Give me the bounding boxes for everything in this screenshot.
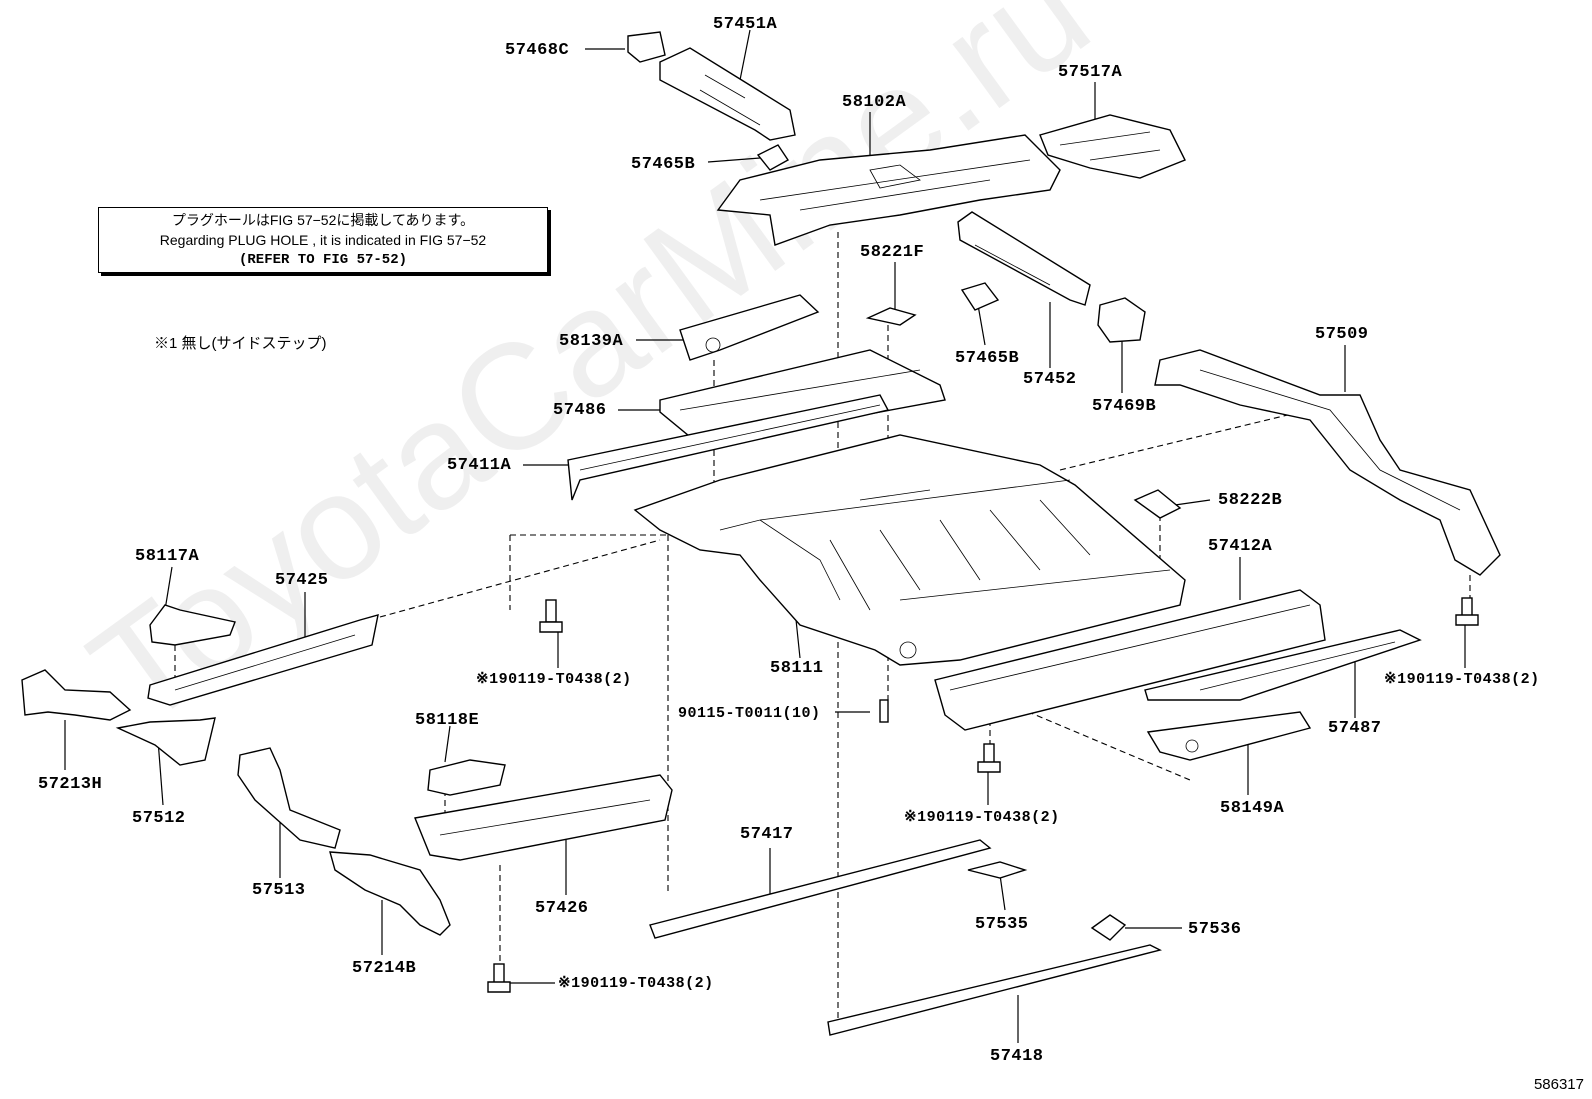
part-58139A-shape: [679, 294, 820, 361]
label-57412A[interactable]: 57412A: [1208, 537, 1273, 556]
part-57536-shape: [1090, 914, 1127, 941]
label-58118E[interactable]: 58118E: [415, 711, 480, 730]
label-57469B[interactable]: 57469B: [1092, 397, 1157, 416]
label-fastener-right[interactable]: ※190119-T0438(2): [1384, 671, 1540, 688]
label-57468C[interactable]: 57468C: [505, 41, 570, 60]
part-58221F-shape: [865, 307, 917, 326]
label-57451A[interactable]: 57451A: [713, 15, 778, 34]
label-57214B[interactable]: 57214B: [352, 959, 417, 978]
label-57535[interactable]: 57535: [975, 915, 1029, 934]
label-58139A[interactable]: 58139A: [559, 332, 624, 351]
part-57513-shape: [237, 747, 341, 849]
label-58111[interactable]: 58111: [770, 659, 824, 678]
label-57418[interactable]: 57418: [990, 1047, 1044, 1066]
label-57486[interactable]: 57486: [553, 401, 607, 420]
label-57452[interactable]: 57452: [1023, 370, 1077, 389]
label-57465B-top[interactable]: 57465B: [631, 155, 696, 174]
part-57469B-shape: [1097, 297, 1146, 343]
label-58149A[interactable]: 58149A: [1220, 799, 1285, 818]
label-57465B-mid[interactable]: 57465B: [955, 349, 1020, 368]
part-57512-shape: [115, 717, 216, 766]
label-57512[interactable]: 57512: [132, 809, 186, 828]
part-57465B-mid-shape: [960, 282, 1000, 311]
label-58222B[interactable]: 58222B: [1218, 491, 1283, 510]
part-57425-shape: [147, 614, 379, 706]
footnote: ※1 無し(サイドステップ): [154, 335, 327, 352]
label-58117A[interactable]: 58117A: [135, 547, 200, 566]
part-57412A-shape: [934, 589, 1326, 731]
part-57509-shape: [1154, 349, 1501, 576]
label-57509[interactable]: 57509: [1315, 325, 1369, 344]
part-57452-shape: [957, 211, 1091, 306]
bolt-center-right: [977, 743, 1001, 773]
label-fastener-center-right[interactable]: ※190119-T0438(2): [904, 809, 1060, 826]
label-57487[interactable]: 57487: [1328, 719, 1382, 738]
label-58102A[interactable]: 58102A: [842, 93, 907, 112]
leader-lines: [64, 29, 1466, 1043]
label-57536[interactable]: 57536: [1188, 920, 1242, 939]
part-58102A-shape: [716, 134, 1061, 246]
part-57468C-shape: [627, 31, 666, 63]
label-fastener-screw[interactable]: 90115-T0011(10): [678, 705, 821, 722]
label-57213H[interactable]: 57213H: [38, 775, 103, 794]
note-en-line: Regarding PLUG HOLE , it is indicated in…: [159, 232, 487, 248]
figure-code: 586317: [1533, 1076, 1584, 1093]
part-58111-shape: [633, 434, 1186, 666]
label-57513[interactable]: 57513: [252, 881, 306, 900]
note-box: プラグホールはFIG 57−52に掲載してあります。 Regarding PLU…: [98, 207, 548, 273]
part-58118E-shape: [427, 759, 506, 796]
label-fastener-center-left[interactable]: ※190119-T0438(2): [476, 671, 632, 688]
label-58221F[interactable]: 58221F: [860, 243, 925, 262]
part-58117A-shape: [149, 604, 236, 646]
screw-90115: [879, 699, 889, 723]
bolt-bottom: [487, 963, 511, 993]
part-57214B-shape: [329, 851, 451, 936]
part-58222B-shape: [1133, 489, 1182, 519]
label-57426[interactable]: 57426: [535, 899, 589, 918]
part-57451A-shape: [659, 47, 796, 141]
part-57486-shape: [659, 349, 946, 446]
label-57417[interactable]: 57417: [740, 825, 794, 844]
part-57418-shape: [827, 944, 1162, 1036]
label-57411A[interactable]: 57411A: [447, 456, 512, 475]
part-57487-shape: [1144, 629, 1422, 701]
bolt-center-left: [539, 599, 563, 633]
label-fastener-bottom[interactable]: ※190119-T0438(2): [558, 975, 714, 992]
part-57517A-shape: [1039, 114, 1186, 179]
note-jp-line: プラグホールはFIG 57−52に掲載してあります。: [171, 212, 475, 228]
part-57465B-top-shape: [756, 144, 790, 171]
bolt-right: [1455, 597, 1479, 626]
label-57425[interactable]: 57425: [275, 571, 329, 590]
part-57535-shape: [967, 861, 1028, 879]
part-57411A-shape: [567, 394, 890, 501]
part-57426-shape: [414, 774, 673, 861]
note-ref-line: (REFER TO FIG 57-52): [238, 252, 408, 268]
part-57417-shape: [649, 839, 992, 939]
label-57517A[interactable]: 57517A: [1058, 63, 1123, 82]
part-58149A-shape: [1146, 711, 1312, 761]
part-57213H-shape: [21, 669, 132, 721]
